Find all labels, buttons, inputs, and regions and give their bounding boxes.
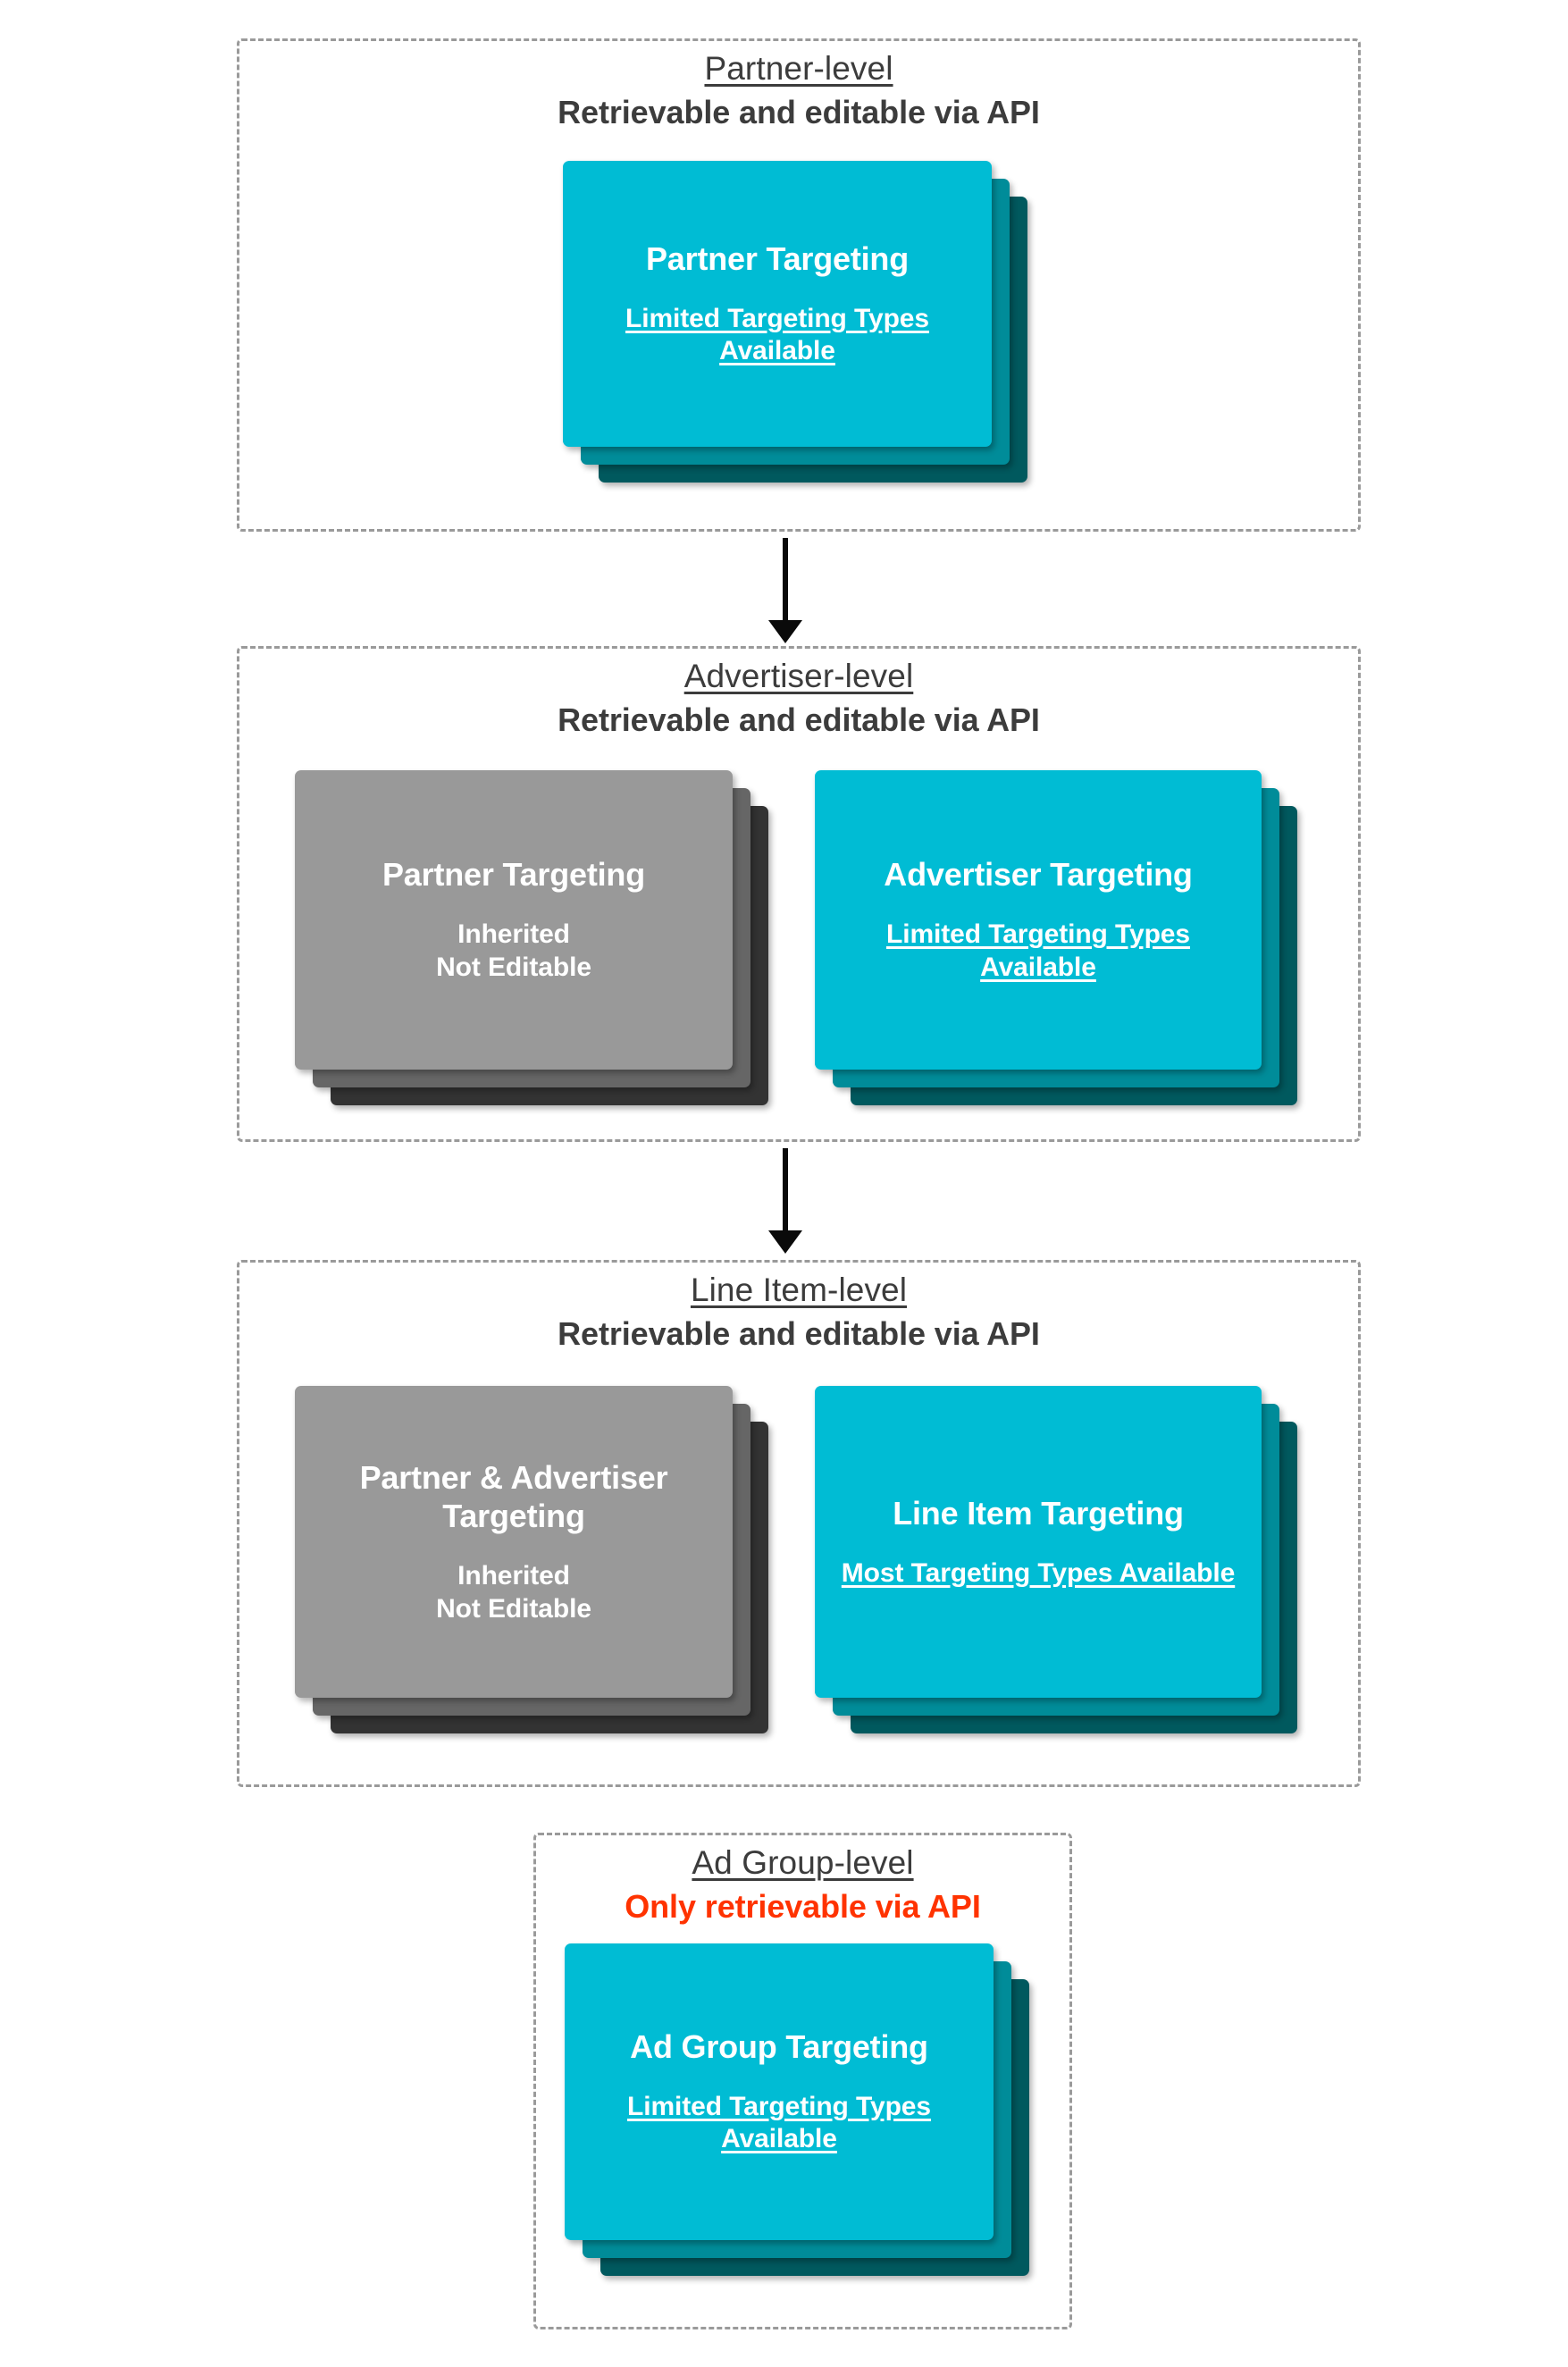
card-ad-group-targeting[interactable]: Ad Group Targeting Limited Targeting Typ…: [565, 1943, 994, 2240]
arrow-shaft: [783, 1148, 788, 1234]
arrow-head: [768, 620, 802, 643]
card-face: Partner Targeting Limited Targeting Type…: [563, 161, 992, 447]
arrow-partner-to-advertiser: [759, 538, 811, 643]
card-title: Advertiser Targeting: [884, 856, 1193, 894]
arrow-shaft: [783, 538, 788, 624]
level-box-ad-group: [533, 1833, 1072, 2329]
card-title: Partner Targeting: [646, 239, 909, 277]
card-title: Line Item Targeting: [893, 1494, 1184, 1532]
card-face: Advertiser Targeting Limited Targeting T…: [815, 770, 1262, 1070]
card-partner-targeting-inherited[interactable]: Partner Targeting Inherited Not Editable: [295, 770, 733, 1070]
card-line-item-targeting[interactable]: Line Item Targeting Most Targeting Types…: [815, 1386, 1262, 1698]
card-face: Partner Targeting Inherited Not Editable: [295, 770, 733, 1070]
card-note[interactable]: Most Targeting Types Available: [841, 1557, 1236, 1588]
card-note[interactable]: Limited Targeting Types Available: [627, 2091, 931, 2154]
card-face: Partner & Advertiser Targeting Inherited…: [295, 1386, 733, 1698]
card-title: Partner Targeting: [382, 856, 645, 894]
level-box-line-item: [237, 1260, 1361, 1787]
card-note[interactable]: Limited Targeting Types Available: [625, 303, 929, 366]
card-face: Ad Group Targeting Limited Targeting Typ…: [565, 1943, 994, 2240]
card-stack-advertiser-inherited: Partner Targeting Inherited Not Editable: [295, 770, 768, 1128]
card-stack-partner-targeting: Partner Targeting Limited Targeting Type…: [563, 161, 1027, 483]
card-advertiser-targeting[interactable]: Advertiser Targeting Limited Targeting T…: [815, 770, 1262, 1070]
card-stack-line-item-inherited: Partner & Advertiser Targeting Inherited…: [295, 1386, 768, 1756]
card-title: Partner & Advertiser Targeting: [359, 1458, 668, 1535]
arrow-advertiser-to-line-item: [759, 1148, 811, 1254]
arrow-head: [768, 1230, 802, 1254]
level-box-partner: [237, 38, 1361, 532]
card-stack-ad-group-targeting: Ad Group Targeting Limited Targeting Typ…: [565, 1943, 1029, 2276]
card-title: Ad Group Targeting: [630, 2027, 928, 2065]
card-stack-advertiser-targeting: Advertiser Targeting Limited Targeting T…: [815, 770, 1297, 1128]
card-note: Inherited Not Editable: [436, 1561, 591, 1624]
card-stack-line-item-targeting: Line Item Targeting Most Targeting Types…: [815, 1386, 1297, 1756]
card-face: Line Item Targeting Most Targeting Types…: [815, 1386, 1262, 1698]
card-partner-targeting[interactable]: Partner Targeting Limited Targeting Type…: [563, 161, 992, 447]
card-partner-advertiser-targeting-inherited[interactable]: Partner & Advertiser Targeting Inherited…: [295, 1386, 733, 1698]
card-note: Inherited Not Editable: [436, 919, 591, 982]
card-note[interactable]: Limited Targeting Types Available: [886, 919, 1190, 982]
level-box-advertiser: [237, 646, 1361, 1142]
